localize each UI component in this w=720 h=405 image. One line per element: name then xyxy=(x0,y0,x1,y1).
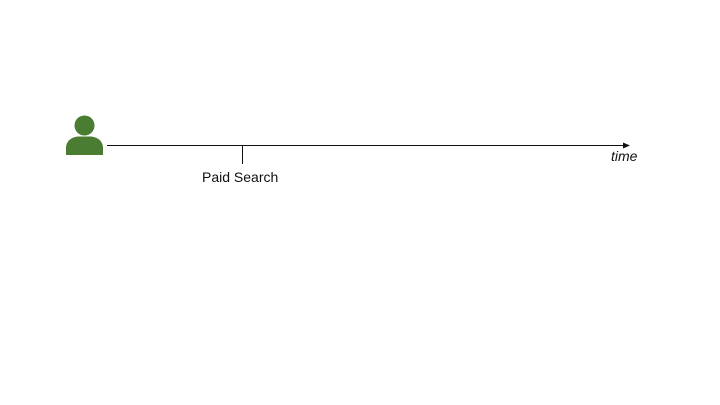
time-axis-label: time xyxy=(611,148,638,164)
timeline-arrowhead xyxy=(623,142,630,149)
user-icon xyxy=(66,115,103,155)
event-label-paid-search: Paid Search xyxy=(202,169,279,185)
